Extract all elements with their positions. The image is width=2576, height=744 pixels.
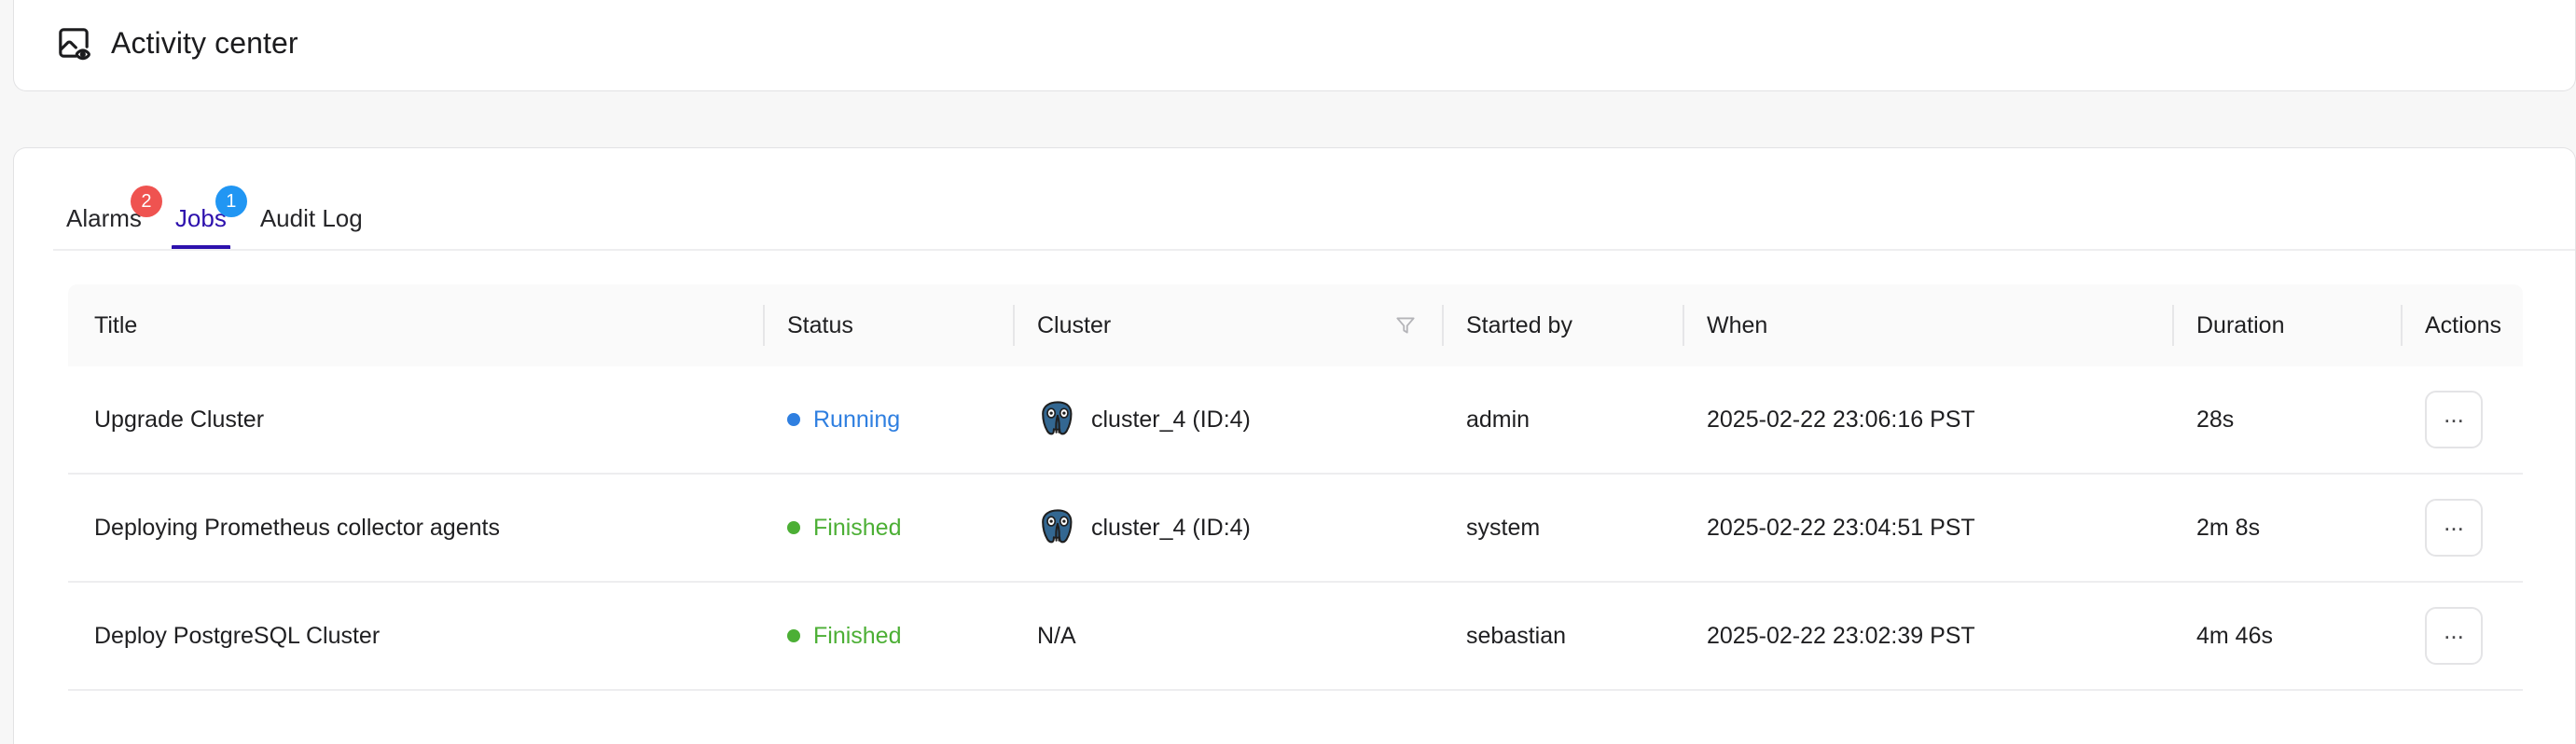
status-badge: Finished — [787, 623, 1013, 650]
active-tab-indicator — [171, 245, 230, 251]
status-dot-icon — [787, 413, 800, 426]
image-eye-icon — [55, 24, 92, 62]
tab-alarms-badge: 2 — [130, 186, 162, 217]
column-header-actions: Actions — [2401, 284, 2523, 366]
column-divider — [1013, 305, 1015, 346]
cell-status: Running — [763, 366, 1013, 475]
page-header-card: Activity center — [13, 0, 2576, 91]
tab-alarms[interactable]: Alarms 2 — [49, 186, 162, 251]
column-divider — [1683, 305, 1684, 346]
table-row[interactable]: Upgrade Cluster Running — [68, 366, 2523, 475]
tab-jobs[interactable]: Jobs 1 — [159, 186, 247, 251]
tab-bar: Alarms 2 Jobs 1 Audit Log — [14, 148, 2575, 251]
table-row[interactable]: Deploying Prometheus collector agents Fi… — [68, 475, 2523, 583]
jobs-table: Title Status Cluster — [68, 284, 2523, 691]
tab-alarms-label: Alarms — [66, 204, 142, 232]
cell-cluster: cluster_4 (ID:4) — [1013, 366, 1442, 475]
cell-duration: 28s — [2172, 366, 2401, 475]
row-actions-button[interactable]: ... — [2425, 391, 2483, 448]
table-row[interactable]: Deploy PostgreSQL Cluster Finished N/A s… — [68, 583, 2523, 691]
column-header-duration-label: Duration — [2196, 311, 2285, 338]
cluster-label: cluster_4 (ID:4) — [1091, 514, 1251, 541]
status-label: Finished — [813, 514, 902, 541]
column-divider — [763, 305, 765, 346]
row-actions-button[interactable]: ... — [2425, 607, 2483, 665]
cell-cluster: cluster_4 (ID:4) — [1013, 475, 1442, 583]
cell-status: Finished — [763, 583, 1013, 691]
funnel-filter-icon[interactable] — [1393, 313, 1418, 338]
cell-started-by: system — [1442, 475, 1683, 583]
jobs-table-body: Upgrade Cluster Running — [68, 366, 2523, 691]
status-label: Finished — [813, 622, 902, 649]
column-header-started-by-label: Started by — [1466, 311, 1572, 338]
jobs-table-head: Title Status Cluster — [68, 284, 2523, 366]
cell-when: 2025-02-22 23:02:39 PST — [1683, 583, 2172, 691]
column-header-duration[interactable]: Duration — [2172, 284, 2401, 366]
activity-center-card: Alarms 2 Jobs 1 Audit Log — [13, 147, 2576, 744]
cluster-label: cluster_4 (ID:4) — [1091, 406, 1251, 433]
cell-duration: 2m 8s — [2172, 475, 2401, 583]
cluster-label: N/A — [1037, 622, 1076, 649]
jobs-table-container: Title Status Cluster — [14, 251, 2575, 691]
postgresql-icon — [1037, 507, 1078, 548]
column-header-when-label: When — [1707, 311, 1768, 338]
table-header-row: Title Status Cluster — [68, 284, 2523, 366]
column-header-when[interactable]: When — [1683, 284, 2172, 366]
status-dot-icon — [787, 629, 800, 642]
tab-jobs-badge: 1 — [215, 186, 247, 217]
row-actions-button[interactable]: ... — [2425, 499, 2483, 557]
tab-audit-log[interactable]: Audit Log — [243, 206, 380, 251]
column-divider — [1442, 305, 1444, 346]
column-header-cluster[interactable]: Cluster — [1013, 284, 1442, 366]
cell-started-by: sebastian — [1442, 583, 1683, 691]
cell-title: Upgrade Cluster — [68, 366, 763, 475]
column-header-started-by[interactable]: Started by — [1442, 284, 1683, 366]
column-header-status-label: Status — [787, 311, 853, 338]
column-divider — [2401, 305, 2403, 346]
cell-when: 2025-02-22 23:06:16 PST — [1683, 366, 2172, 475]
cell-title: Deploy PostgreSQL Cluster — [68, 583, 763, 691]
column-header-status[interactable]: Status — [763, 284, 1013, 366]
cell-cluster: N/A — [1013, 583, 1442, 691]
status-dot-icon — [787, 521, 800, 534]
status-badge: Running — [787, 406, 1013, 434]
cell-started-by: admin — [1442, 366, 1683, 475]
cell-title: Deploying Prometheus collector agents — [68, 475, 763, 583]
cell-actions: ... — [2401, 366, 2523, 475]
cell-actions: ... — [2401, 583, 2523, 691]
status-badge: Finished — [787, 515, 1013, 542]
page-title: Activity center — [111, 26, 298, 60]
cell-status: Finished — [763, 475, 1013, 583]
column-header-title[interactable]: Title — [68, 284, 763, 366]
column-divider — [2172, 305, 2174, 346]
column-header-actions-label: Actions — [2425, 311, 2501, 338]
cell-when: 2025-02-22 23:04:51 PST — [1683, 475, 2172, 583]
page-header: Activity center — [55, 24, 298, 62]
column-header-cluster-label: Cluster — [1037, 311, 1112, 338]
cell-duration: 4m 46s — [2172, 583, 2401, 691]
tab-bar-divider — [53, 249, 2575, 251]
status-label: Running — [813, 406, 901, 433]
postgresql-icon — [1037, 399, 1078, 440]
cell-actions: ... — [2401, 475, 2523, 583]
column-header-title-label: Title — [94, 311, 138, 338]
tab-audit-log-label: Audit Log — [259, 204, 363, 232]
